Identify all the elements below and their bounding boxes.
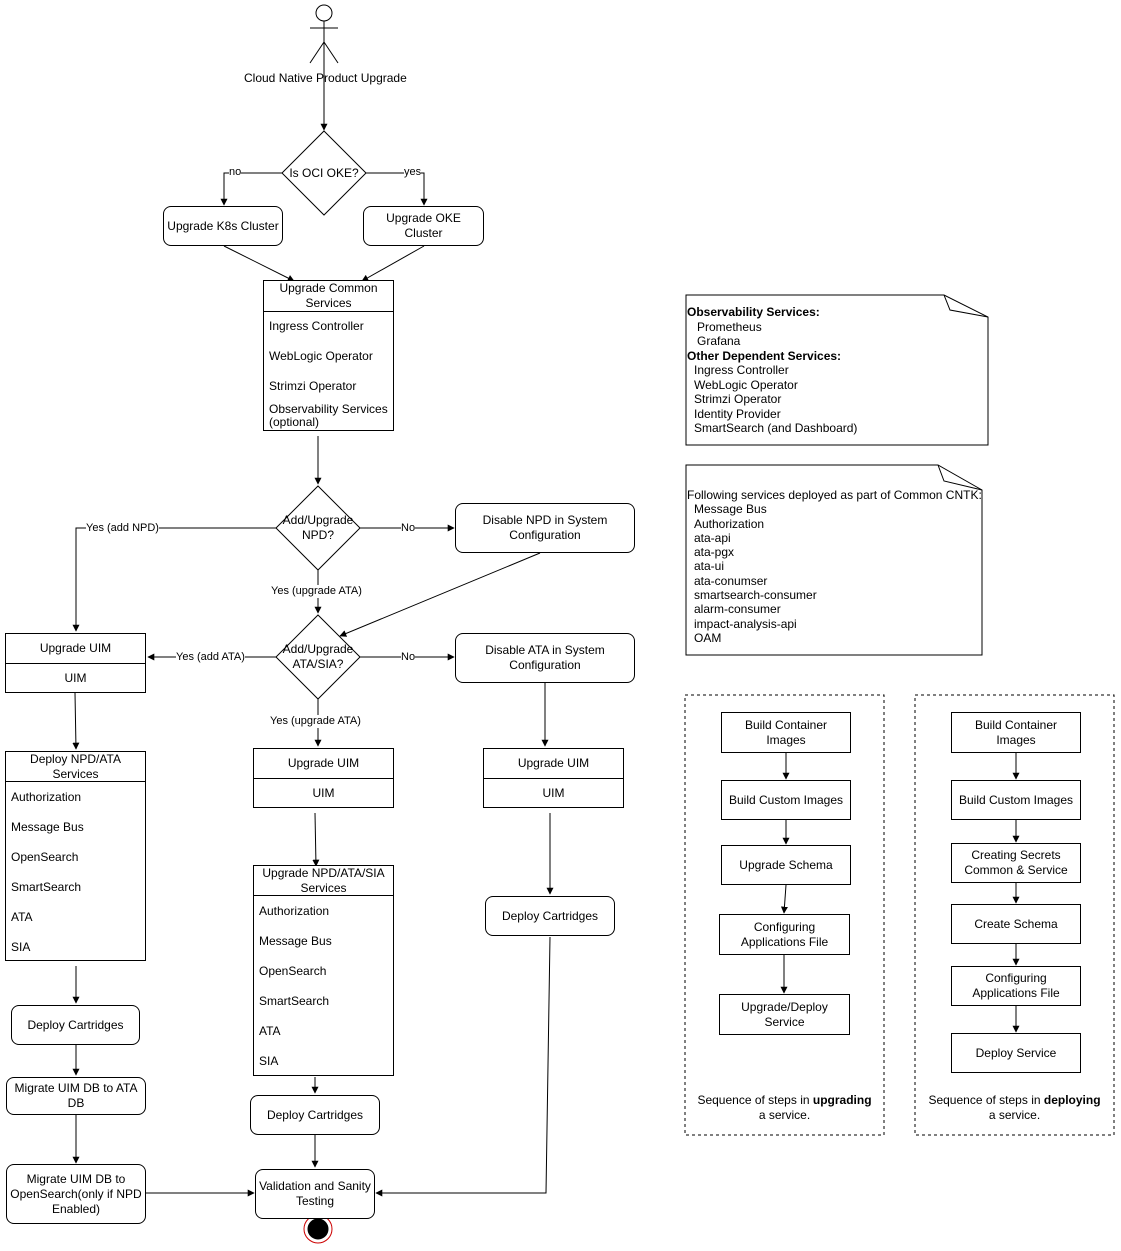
note2-item: Message Bus: [694, 502, 767, 517]
note1-item: Ingress Controller: [694, 363, 789, 377]
migrate-uim-to-ata: Migrate UIM DB to ATA DB: [6, 1077, 146, 1115]
note1-heading-observability: Observability Services:: [687, 305, 820, 319]
note2-item: ata-api: [694, 530, 731, 545]
note1-item: Identity Provider: [694, 406, 781, 421]
upgrade-oke-cluster: Upgrade OKE Cluster: [363, 206, 484, 246]
upgrade-step: Upgrade/Deploy Service: [719, 994, 850, 1035]
note2-item: impact-analysis-api: [694, 616, 797, 631]
edge-label-yes-upgrade-ata-1: Yes (upgrade ATA): [271, 585, 362, 598]
service-item: Message Bus: [11, 820, 84, 834]
deploy-sequence-caption: Sequence of steps in deploying a service…: [928, 1093, 1101, 1122]
upgrade-npd-ata-sia-services: Upgrade NPD/ATA/SIA Services Authorizati…: [253, 865, 394, 1076]
common-service-item: Strimzi Operator: [269, 379, 357, 393]
note1-item: Strimzi Operator: [694, 392, 782, 406]
note1-heading-dependent: Other Dependent Services:: [687, 348, 842, 363]
end-state-core: [307, 1218, 329, 1240]
note2-item: ata-pgx: [694, 545, 735, 560]
deploy-step: Create Schema: [951, 904, 1081, 944]
deploy-step: Creating Secrets Common & Service: [951, 843, 1081, 883]
note1-item: Prometheus: [697, 319, 762, 334]
npd-decision: Add/Upgrade NPD?: [282, 513, 354, 542]
deploy-npd-ata-title: Deploy NPD/ATA Services: [6, 752, 145, 782]
common-services-container: Upgrade Common Services Ingress Controll…: [263, 280, 394, 431]
deploy-npd-ata-services: Deploy NPD/ATA Services Authorization Me…: [5, 751, 146, 961]
service-item: SmartSearch: [11, 880, 82, 894]
disable-ata: Disable ATA in System Configuration: [455, 633, 635, 683]
validation-sanity-testing: Validation and Sanity Testing: [255, 1169, 375, 1219]
note2-heading: Following services deployed as part of C…: [687, 488, 982, 502]
service-item: Message Bus: [259, 934, 332, 948]
note-observability-services: Observability Services: Prometheus Grafa…: [687, 305, 857, 436]
note1-shape: [685, 294, 989, 446]
upgrade-k8s-cluster: Upgrade K8s Cluster: [163, 206, 283, 246]
note2-item: ata-ui: [694, 559, 725, 574]
edge-label-yes: yes: [404, 166, 422, 179]
migrate-uim-to-opensearch: Migrate UIM DB to OpenSearch(only if NPD…: [6, 1164, 146, 1224]
upgrade-npd-ata-sia-title: Upgrade NPD/ATA/SIA Services: [254, 866, 393, 896]
upgrade-step: Build Container Images: [721, 712, 851, 753]
common-services-title: Upgrade Common Services: [264, 281, 393, 312]
note1-item: SmartSearch (and Dashboard): [694, 421, 858, 435]
deploy-cartridges-right: Deploy Cartridges: [485, 896, 615, 936]
uim-item: UIM: [64, 671, 87, 685]
note2-item: Authorization: [694, 516, 765, 531]
deploy-sequence-frame: [914, 694, 1115, 1136]
deploy-step: Configuring Applications File: [951, 966, 1081, 1006]
deploy-step: Deploy Service: [951, 1033, 1081, 1073]
service-item: OpenSearch: [259, 964, 327, 978]
deploy-cartridges-middle: Deploy Cartridges: [250, 1095, 380, 1135]
upgrade-step: Upgrade Schema: [721, 845, 851, 885]
disable-npd: Disable NPD in System Configuration: [455, 503, 635, 553]
edge-label-no-npd: No: [401, 522, 416, 535]
upgrade-uim-title: Upgrade UIM: [6, 634, 145, 664]
ata-decision: Add/Upgrade ATA/SIA?: [282, 642, 354, 671]
upgrade-uim-left: Upgrade UIM UIM: [5, 633, 146, 693]
uim-item: UIM: [312, 786, 335, 800]
deploy-step: Build Container Images: [951, 712, 1081, 753]
edge-label-no-ata: No: [401, 651, 416, 664]
common-service-item: Observability Services (optional): [269, 402, 388, 429]
service-item: Authorization: [259, 904, 330, 918]
edge-label-no: no: [229, 166, 242, 179]
uim-item: UIM: [542, 786, 565, 800]
service-item: ATA: [11, 910, 33, 924]
actor-figure: [309, 4, 339, 64]
upgrade-sequence-caption: Sequence of steps in upgrading a service…: [697, 1093, 872, 1122]
edge-label-yes-upgrade-ata-2: Yes (upgrade ATA): [270, 715, 361, 728]
upgrade-uim-title: Upgrade UIM: [254, 749, 393, 779]
service-item: SIA: [259, 1054, 279, 1068]
edge-label-yes-add-npd: Yes (add NPD): [86, 522, 159, 535]
note1-item: WebLogic Operator: [694, 377, 798, 392]
service-item: OpenSearch: [11, 850, 79, 864]
common-service-item: Ingress Controller: [269, 319, 364, 333]
service-item: SIA: [11, 940, 31, 954]
upgrade-step: Configuring Applications File: [719, 914, 850, 955]
note-common-cntk-services: Following services deployed as part of C…: [687, 488, 982, 645]
oke-decision-shape: [281, 130, 367, 216]
note1-item: Grafana: [697, 334, 741, 348]
deploy-step: Build Custom Images: [951, 780, 1081, 820]
edge-label-yes-add-ata: Yes (add ATA): [176, 651, 245, 664]
note2-shape: [685, 464, 983, 656]
upgrade-uim-title: Upgrade UIM: [484, 749, 623, 779]
note2-item: alarm-consumer: [694, 602, 781, 617]
upgrade-step: Build Custom Images: [721, 780, 851, 820]
service-item: Authorization: [11, 790, 82, 804]
upgrade-sequence-frame: [684, 694, 885, 1136]
note2-item: ata-conumser: [694, 573, 768, 588]
common-service-item: WebLogic Operator: [269, 349, 373, 363]
oke-decision: Is OCI OKE?: [289, 165, 359, 180]
note2-item: smartsearch-consumer: [694, 588, 817, 603]
service-item: SmartSearch: [259, 994, 330, 1008]
upgrade-uim-right: Upgrade UIM UIM: [483, 748, 624, 808]
actor-label: Cloud Native Product Upgrade: [244, 71, 407, 85]
note2-item: OAM: [694, 630, 722, 645]
service-item: ATA: [259, 1024, 281, 1038]
deploy-cartridges-left: Deploy Cartridges: [11, 1005, 140, 1045]
upgrade-uim-middle: Upgrade UIM UIM: [253, 748, 394, 808]
